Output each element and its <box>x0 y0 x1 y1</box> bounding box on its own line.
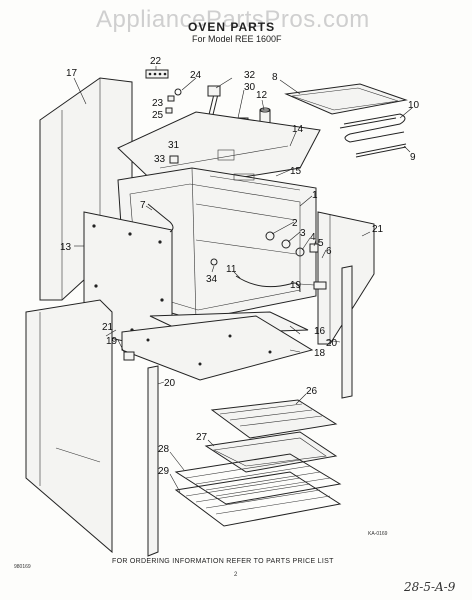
part-18-floor-plate <box>121 315 314 381</box>
callout-leader-lines <box>73 66 413 493</box>
callout-33: 33 <box>154 154 166 165</box>
callout-13: 13 <box>60 242 72 253</box>
page-number: 2 <box>234 572 238 578</box>
callout-31: 31 <box>168 140 180 151</box>
diagram-code: KA-0169 <box>368 531 388 537</box>
part-20-rail-left <box>147 365 159 557</box>
callout-22: 22 <box>150 56 162 67</box>
callout-4: 4 <box>310 232 316 243</box>
part-27-broil-pan <box>204 431 338 473</box>
part-15-cavity-top <box>209 173 301 191</box>
part-28-oven-rack <box>174 453 342 505</box>
callout-14: 14 <box>292 124 304 135</box>
callout-9: 9 <box>410 152 416 163</box>
watermark-text: AppliancePartsPros.com <box>96 6 370 33</box>
part-11-wire <box>235 275 301 293</box>
part-29-oven-rack <box>174 471 342 527</box>
callout-29: 29 <box>158 466 170 477</box>
part-19-clip-right <box>313 281 327 290</box>
part-33-clip <box>169 155 179 164</box>
callout-23: 23 <box>152 98 164 109</box>
callout-19-left: 19 <box>106 336 118 347</box>
callout-27: 27 <box>196 432 208 443</box>
part-22-terminal-block <box>145 69 169 79</box>
callout-1: 1 <box>312 190 318 201</box>
part-23-24-25-hardware <box>165 88 182 114</box>
callout-10: 10 <box>408 100 420 111</box>
document-code: 980169 <box>14 564 31 570</box>
part-7-wire-harness <box>147 203 174 233</box>
callout-3: 3 <box>300 228 306 239</box>
callout-24: 24 <box>190 70 202 81</box>
callout-12: 12 <box>256 90 268 101</box>
part-21-side-panel-left <box>25 299 113 554</box>
part-8-element-frame <box>284 83 408 115</box>
callout-34: 34 <box>206 274 218 285</box>
callout-30: 30 <box>244 82 256 93</box>
callout-20-right: 20 <box>326 338 338 349</box>
callout-2: 2 <box>292 218 298 229</box>
callout-7: 7 <box>140 200 146 211</box>
callout-17: 17 <box>66 68 78 79</box>
callout-21-right: 21 <box>372 224 384 235</box>
callout-26: 26 <box>306 386 318 397</box>
callout-16: 16 <box>314 326 326 337</box>
handwritten-note: 28-5-A-9 <box>404 580 456 594</box>
callout-20-left: 20 <box>164 378 176 389</box>
callout-18: 18 <box>314 348 326 359</box>
model-subtitle: For Model REE 1600F <box>192 34 282 44</box>
part-20-rail-right <box>341 265 353 399</box>
callout-28: 28 <box>158 444 170 455</box>
callout-8: 8 <box>272 72 278 83</box>
callout-5: 5 <box>318 238 324 249</box>
callout-11: 11 <box>226 264 237 275</box>
ordering-info-footer: FOR ORDERING INFORMATION REFER TO PARTS … <box>112 558 334 565</box>
callout-19-right: 19 <box>290 280 302 291</box>
callout-21-left: 21 <box>102 322 114 333</box>
diagram-title: OVEN PARTS <box>188 20 276 34</box>
callout-25: 25 <box>152 110 164 121</box>
callout-32: 32 <box>244 70 256 81</box>
part-9-element-bracket <box>355 143 407 158</box>
part-19-clip-left <box>123 351 135 361</box>
part-10-bake-element <box>339 113 406 143</box>
part-34-fastener <box>210 258 218 266</box>
callout-6: 6 <box>326 246 332 257</box>
callout-numbers: 17 22 24 23 25 32 30 12 8 10 9 14 31 33 … <box>60 56 420 477</box>
part-26-broil-pan-grid <box>210 399 338 439</box>
callout-15: 15 <box>290 166 302 177</box>
